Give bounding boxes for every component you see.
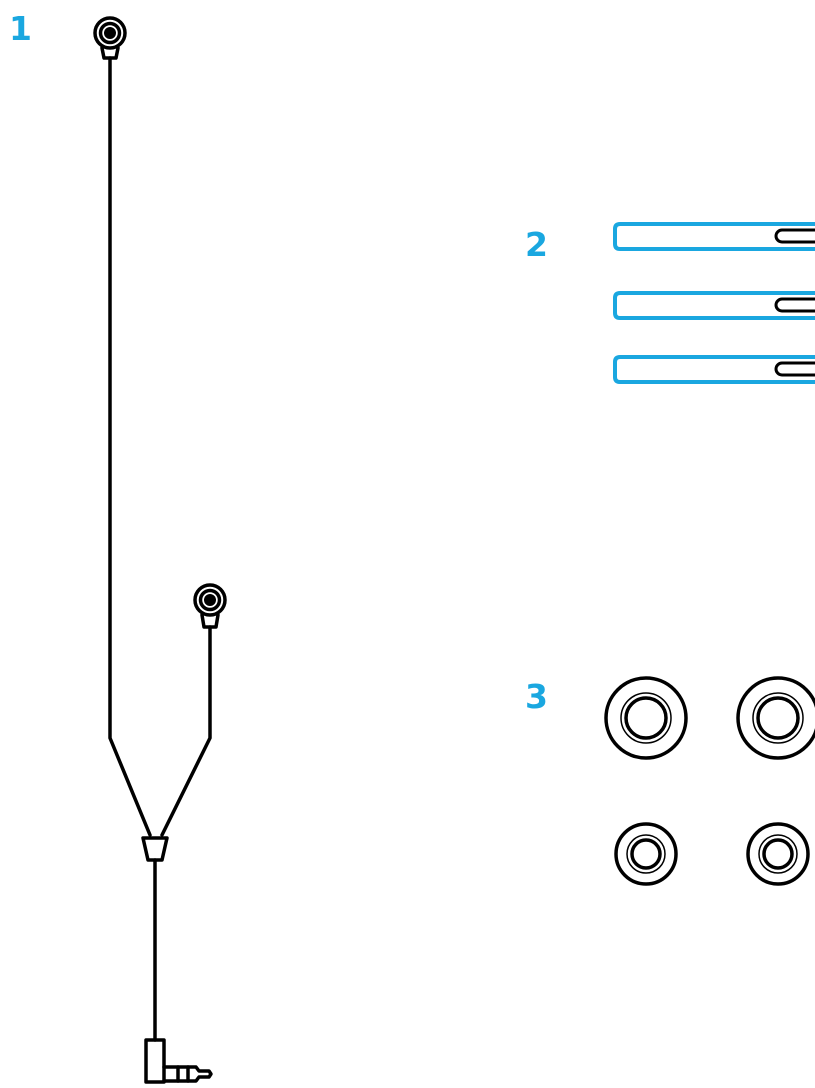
cable-right-wire [160,625,212,837]
cable-clip-icon [613,355,815,384]
earbud-left-icon [93,16,127,60]
splitter-icon [141,836,169,862]
earphone-cable [93,16,227,1084]
ear-tips [604,676,815,886]
cable-left-wire [108,56,152,837]
step-number-3: 3 [525,677,548,716]
earbud-right-icon [193,583,227,629]
cable-clip-icon [613,222,815,251]
step-number-1: 1 [9,9,32,48]
jack-plug-icon [144,1038,213,1084]
ear-tip-large-icon [604,676,688,760]
cable-clips [613,222,815,384]
cable-clip-icon [613,291,815,320]
ear-tip-small-icon [746,822,810,886]
ear-tip-large-icon [736,676,815,760]
ear-tip-small-icon [614,822,678,886]
step-number-2: 2 [525,225,548,264]
